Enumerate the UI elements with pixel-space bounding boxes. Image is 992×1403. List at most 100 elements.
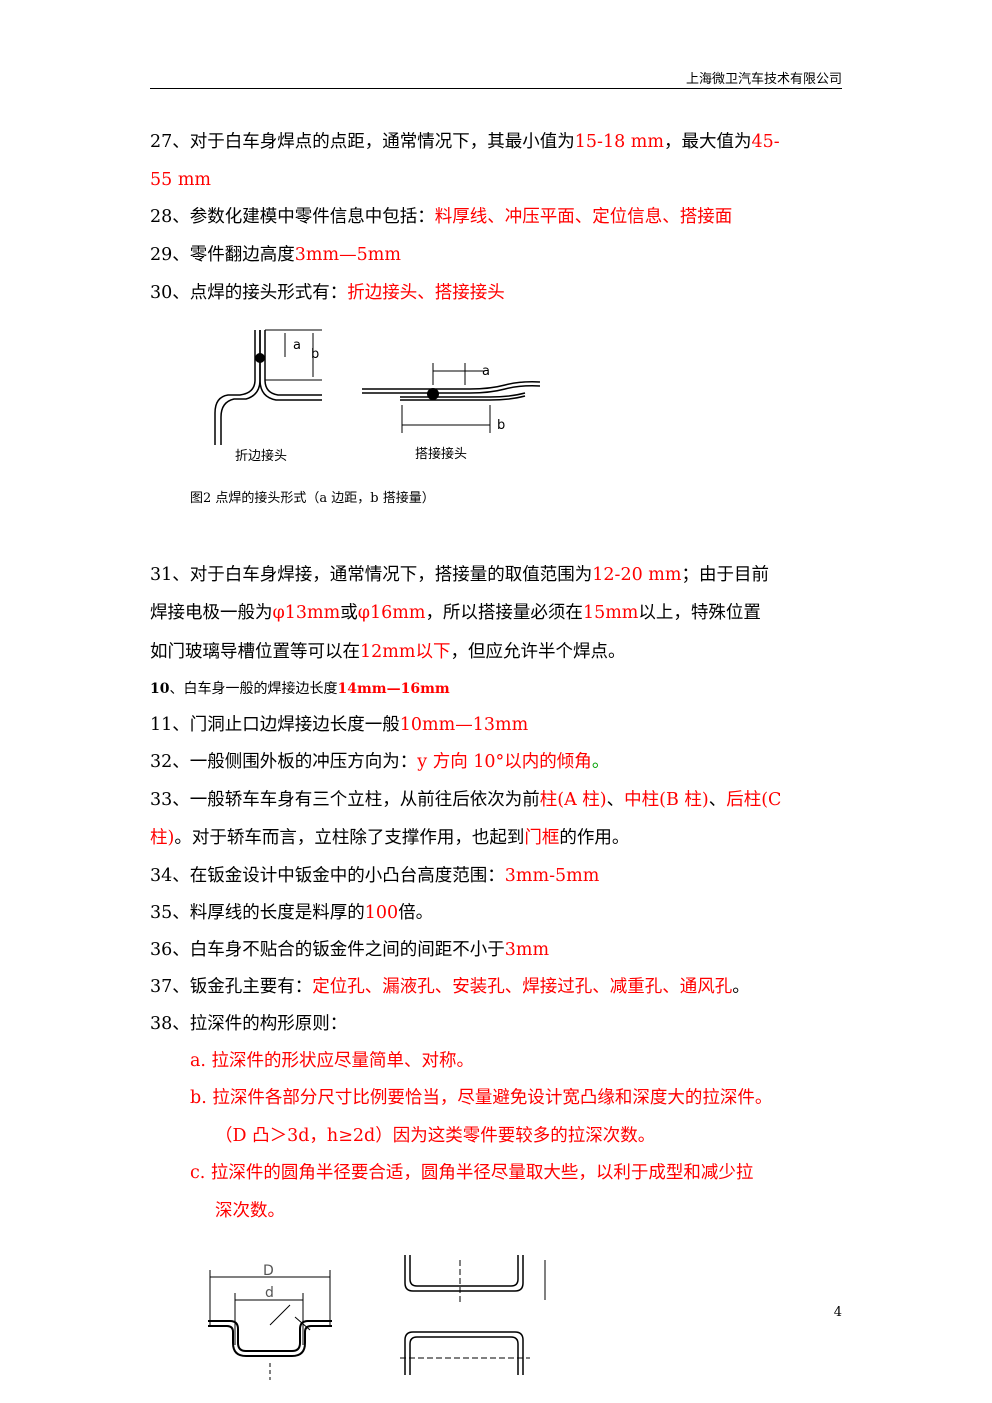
item-text: 焊接电极一般为 (150, 603, 273, 623)
item-28: 28、参数化建模中零件信息中包括：料厚线、冲压平面、定位信息、搭接面 (150, 207, 733, 227)
item-38: 38、拉深件的构形原则： (150, 1014, 348, 1034)
item-27: 27、对于白车身焊点的点距，通常情况下，其最小值为15-18 mm，最大值为45… (150, 132, 780, 152)
item-38-c: c. 拉深件的圆角半径要合适，圆角半径尽量取大些，以利于成型和减少拉 (190, 1163, 754, 1183)
item-text: 门洞止口边焊接边长度一般 (189, 715, 400, 735)
highlight: 柱(A 柱) (539, 790, 607, 810)
item-text: 一般侧围外板的冲压方向为： (189, 752, 418, 772)
highlight: φ13mm (272, 603, 341, 623)
highlight: 55 mm (150, 170, 212, 190)
item-27-cont: 55 mm (150, 170, 212, 190)
dimension-D-label: D (263, 1263, 274, 1279)
item-text: 一般轿车车身有三个立柱，从前往后依次为前 (189, 790, 540, 810)
item-text: 、白车身一般的焊接边长度 (169, 681, 338, 697)
item-text: ，所以搭接量必须在 (425, 603, 583, 623)
label-b: b (497, 418, 505, 433)
item-36: 36、白车身不贴合的钣金件之间的间距不小于3mm (150, 940, 550, 960)
box-drawing (400, 1255, 546, 1375)
item-text: 料厚线的长度是料厚的 (189, 903, 365, 923)
highlight: 12mm (360, 642, 416, 662)
highlight: 中柱(B 柱) (624, 790, 709, 810)
item-number: 29、 (150, 245, 190, 265)
highlight: 10mm—13mm (399, 715, 529, 735)
label-a: a (482, 364, 490, 379)
item-number: 32、 (150, 752, 190, 772)
highlight: y 方向 10°以内的倾角 (417, 752, 592, 772)
item-text: 。 (591, 752, 610, 772)
item-text: 参数化建模中零件信息中包括： (189, 207, 435, 227)
item-number: 28、 (150, 207, 190, 227)
item-number: 36、 (150, 940, 190, 960)
flange-cup-drawing (208, 1270, 332, 1380)
item-text: 的作用。 (559, 828, 630, 848)
item-number: 38、 (150, 1014, 190, 1034)
item-number: 35、 (150, 903, 190, 923)
highlight: 折边接头、搭接接头 (347, 283, 505, 303)
item-number: 33、 (150, 790, 190, 810)
item-text: 零件翻边高度 (189, 245, 295, 265)
item-38-b-cont: （D 凸＞3d，h≥2d）因为这类零件要较多的拉深次数。 (215, 1126, 656, 1146)
highlight: 柱) (150, 828, 175, 848)
item-30: 30、点焊的接头形式有：折边接头、搭接接头 (150, 283, 505, 303)
item-32: 32、一般侧围外板的冲压方向为：y 方向 10°以内的倾角。 (150, 752, 610, 772)
page-number: 4 (833, 1305, 842, 1320)
highlight: 定位孔、漏液孔、安装孔、焊接过孔、减重孔、通风孔 (312, 977, 733, 997)
item-number: 34、 (150, 866, 190, 886)
highlight: 以下 (415, 642, 451, 662)
item-number: 11、 (150, 715, 190, 735)
item-number: 30、 (150, 283, 190, 303)
item-text: 拉深件的构形原则： (189, 1014, 348, 1034)
item-10: 10、白车身一般的焊接边长度14mm—16mm (150, 682, 450, 696)
dimension-d-label: d (265, 1285, 274, 1301)
highlight: 3mm—5mm (294, 245, 401, 265)
company-name: 上海微卫汽车技术有限公司 (685, 72, 842, 87)
item-number: 27、 (150, 132, 190, 152)
item-31: 31、对于白车身焊接，通常情况下，搭接量的取值范围为12-20 mm；由于目前 (150, 565, 769, 585)
flange-joint-drawing (214, 329, 322, 445)
highlight: 3mm-5mm (504, 866, 600, 886)
item-35: 35、料厚线的长度是料厚的100倍。 (150, 903, 434, 923)
item-text: 对于白车身焊点的点距，通常情况下，其最小值为 (189, 132, 575, 152)
item-text: ，最大值为 (663, 132, 752, 152)
highlight: 12-20 mm (592, 565, 682, 585)
highlight: 14mm—16mm (337, 681, 450, 697)
item-text: 。 (732, 977, 750, 997)
item-text: 在钣金设计中钣金中的小凸台高度范围： (189, 866, 505, 886)
item-31-cont: 焊接电极一般为φ13mm或φ16mm，所以搭接量必须在15mm以上，特殊位置 (150, 603, 761, 623)
item-text: 如门玻璃导槽位置等可以在 (150, 642, 360, 662)
highlight: φ16mm (357, 603, 426, 623)
lap-joint-drawing (362, 363, 541, 433)
highlight: 门框 (524, 828, 560, 848)
item-text: 、 (708, 790, 727, 810)
label-a: a (293, 338, 301, 353)
item-text: 倍。 (398, 903, 434, 923)
weld-point (255, 353, 265, 363)
item-text: ，但应允许半个焊点。 (450, 642, 626, 662)
item-text: 、 (606, 790, 625, 810)
item-text: ；由于目前 (681, 565, 769, 585)
item-34: 34、在钣金设计中钣金中的小凸台高度范围：3mm-5mm (150, 866, 600, 886)
item-text: 钣金孔主要有： (189, 977, 313, 997)
item-31-cont2: 如门玻璃导槽位置等可以在12mm以下，但应允许半个焊点。 (150, 642, 626, 662)
item-38-a: a. 拉深件的形状应尽量简单、对称。 (190, 1051, 475, 1071)
item-11: 11、门洞止口边焊接边长度一般10mm—13mm (150, 715, 529, 735)
highlight: 15-18 mm (574, 132, 664, 152)
figure-caption: 图2 点焊的接头形式（a 边距，b 搭接量） (190, 491, 435, 506)
highlight: 45- (751, 132, 780, 152)
highlight: 料厚线、冲压平面、定位信息、搭接面 (434, 207, 733, 227)
item-38-b: b. 拉深件各部分尺寸比例要恰当，尽量避免设计宽凸缘和深度大的拉深件。 (190, 1088, 773, 1108)
item-text: 白车身不贴合的钣金件之间的间距不小于 (189, 940, 505, 960)
item-number: 10 (150, 681, 170, 697)
item-text: 点焊的接头形式有： (189, 283, 348, 303)
spot-weld-joint-figure: a b 折边接头 a b 搭接接头 (214, 329, 541, 464)
item-29: 29、零件翻边高度3mm—5mm (150, 245, 401, 265)
item-33-cont: 柱)。对于轿车而言，立柱除了支撑作用，也起到门框的作用。 (150, 828, 630, 848)
deep-draw-part-drawing: D d (208, 1255, 546, 1380)
item-text: 对于白车身焊接，通常情况下，搭接量的取值范围为 (189, 565, 593, 585)
flange-joint-label: 折边接头 (235, 448, 287, 464)
item-number: 37、 (150, 977, 190, 997)
item-text: 以上，特殊位置 (638, 603, 761, 623)
item-38-c-cont: 深次数。 (215, 1201, 285, 1221)
lap-joint-label: 搭接接头 (415, 446, 467, 462)
highlight: 3mm (504, 940, 550, 960)
item-text: 或 (340, 603, 358, 623)
